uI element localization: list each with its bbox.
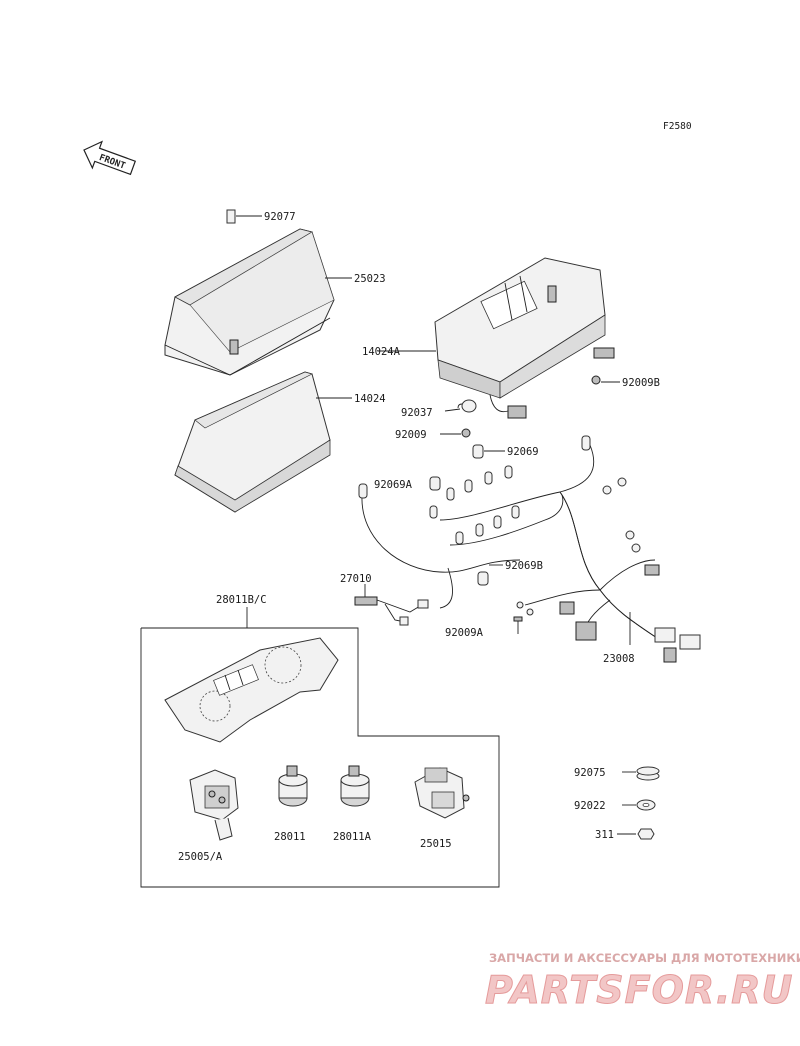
part-92075-grommet xyxy=(622,766,660,781)
part-28011-gauge xyxy=(278,765,308,807)
watermark-logo: PARTSFOR.RU xyxy=(485,968,793,1012)
label-14024A: 14024A xyxy=(362,346,401,358)
part-311-nut xyxy=(617,828,655,840)
label-23008: 23008 xyxy=(603,653,635,665)
label-27010: 27010 xyxy=(340,573,372,585)
part-23008-harness xyxy=(358,435,701,663)
watermark: ЗАПЧАСТИ И АКСЕССУАРЫ ДЛЯ МОТОТЕХНИКИ PA… xyxy=(485,951,800,1013)
part-25023-cover xyxy=(164,228,352,376)
figure-code: F2580 xyxy=(663,121,692,132)
label-92077: 92077 xyxy=(264,211,296,223)
label-28011A: 28011A xyxy=(333,831,372,843)
part-28011A-gauge xyxy=(340,765,370,807)
label-25005A: 25005/A xyxy=(178,851,223,863)
part-92069-bulb xyxy=(472,444,505,459)
label-25015: 25015 xyxy=(420,838,452,850)
label-92009: 92009 xyxy=(395,429,427,441)
label-92009A: 92009A xyxy=(445,627,484,639)
part-92069B-bulb xyxy=(477,564,503,586)
part-92022-washer xyxy=(622,799,656,811)
front-arrow-icon: FRONT xyxy=(83,140,137,176)
part-92037-clamp xyxy=(444,394,527,419)
label-92075: 92075 xyxy=(574,767,606,779)
part-92077 xyxy=(226,209,262,224)
part-14024A-housing xyxy=(378,257,615,399)
part-92069A-bulb xyxy=(429,476,441,491)
part-25005A-meter xyxy=(189,769,239,841)
watermark-tagline: ЗАПЧАСТИ И АКСЕССУАРЫ ДЛЯ МОТОТЕХНИКИ xyxy=(489,951,800,965)
part-92009B-screw xyxy=(591,375,620,385)
part-92009-screw xyxy=(440,428,471,438)
label-28011: 28011 xyxy=(274,831,306,843)
part-25015-meter xyxy=(414,767,470,819)
label-92069A: 92069A xyxy=(374,479,413,491)
part-14024-cover xyxy=(174,371,352,513)
label-28011BC: 28011B/C xyxy=(216,594,267,606)
part-28011BC-meter-face xyxy=(164,637,339,743)
label-92069B: 92069B xyxy=(505,560,543,572)
part-92009A-screw xyxy=(513,616,523,634)
meter-group-box xyxy=(140,627,500,888)
part-27010-switch xyxy=(354,584,429,626)
label-92069: 92069 xyxy=(507,446,539,458)
label-311: 311 xyxy=(595,829,614,841)
label-92037: 92037 xyxy=(401,407,433,419)
label-92022: 92022 xyxy=(574,800,606,812)
label-92009B: 92009B xyxy=(622,377,660,389)
label-25023: 25023 xyxy=(354,273,386,285)
label-14024: 14024 xyxy=(354,393,386,405)
